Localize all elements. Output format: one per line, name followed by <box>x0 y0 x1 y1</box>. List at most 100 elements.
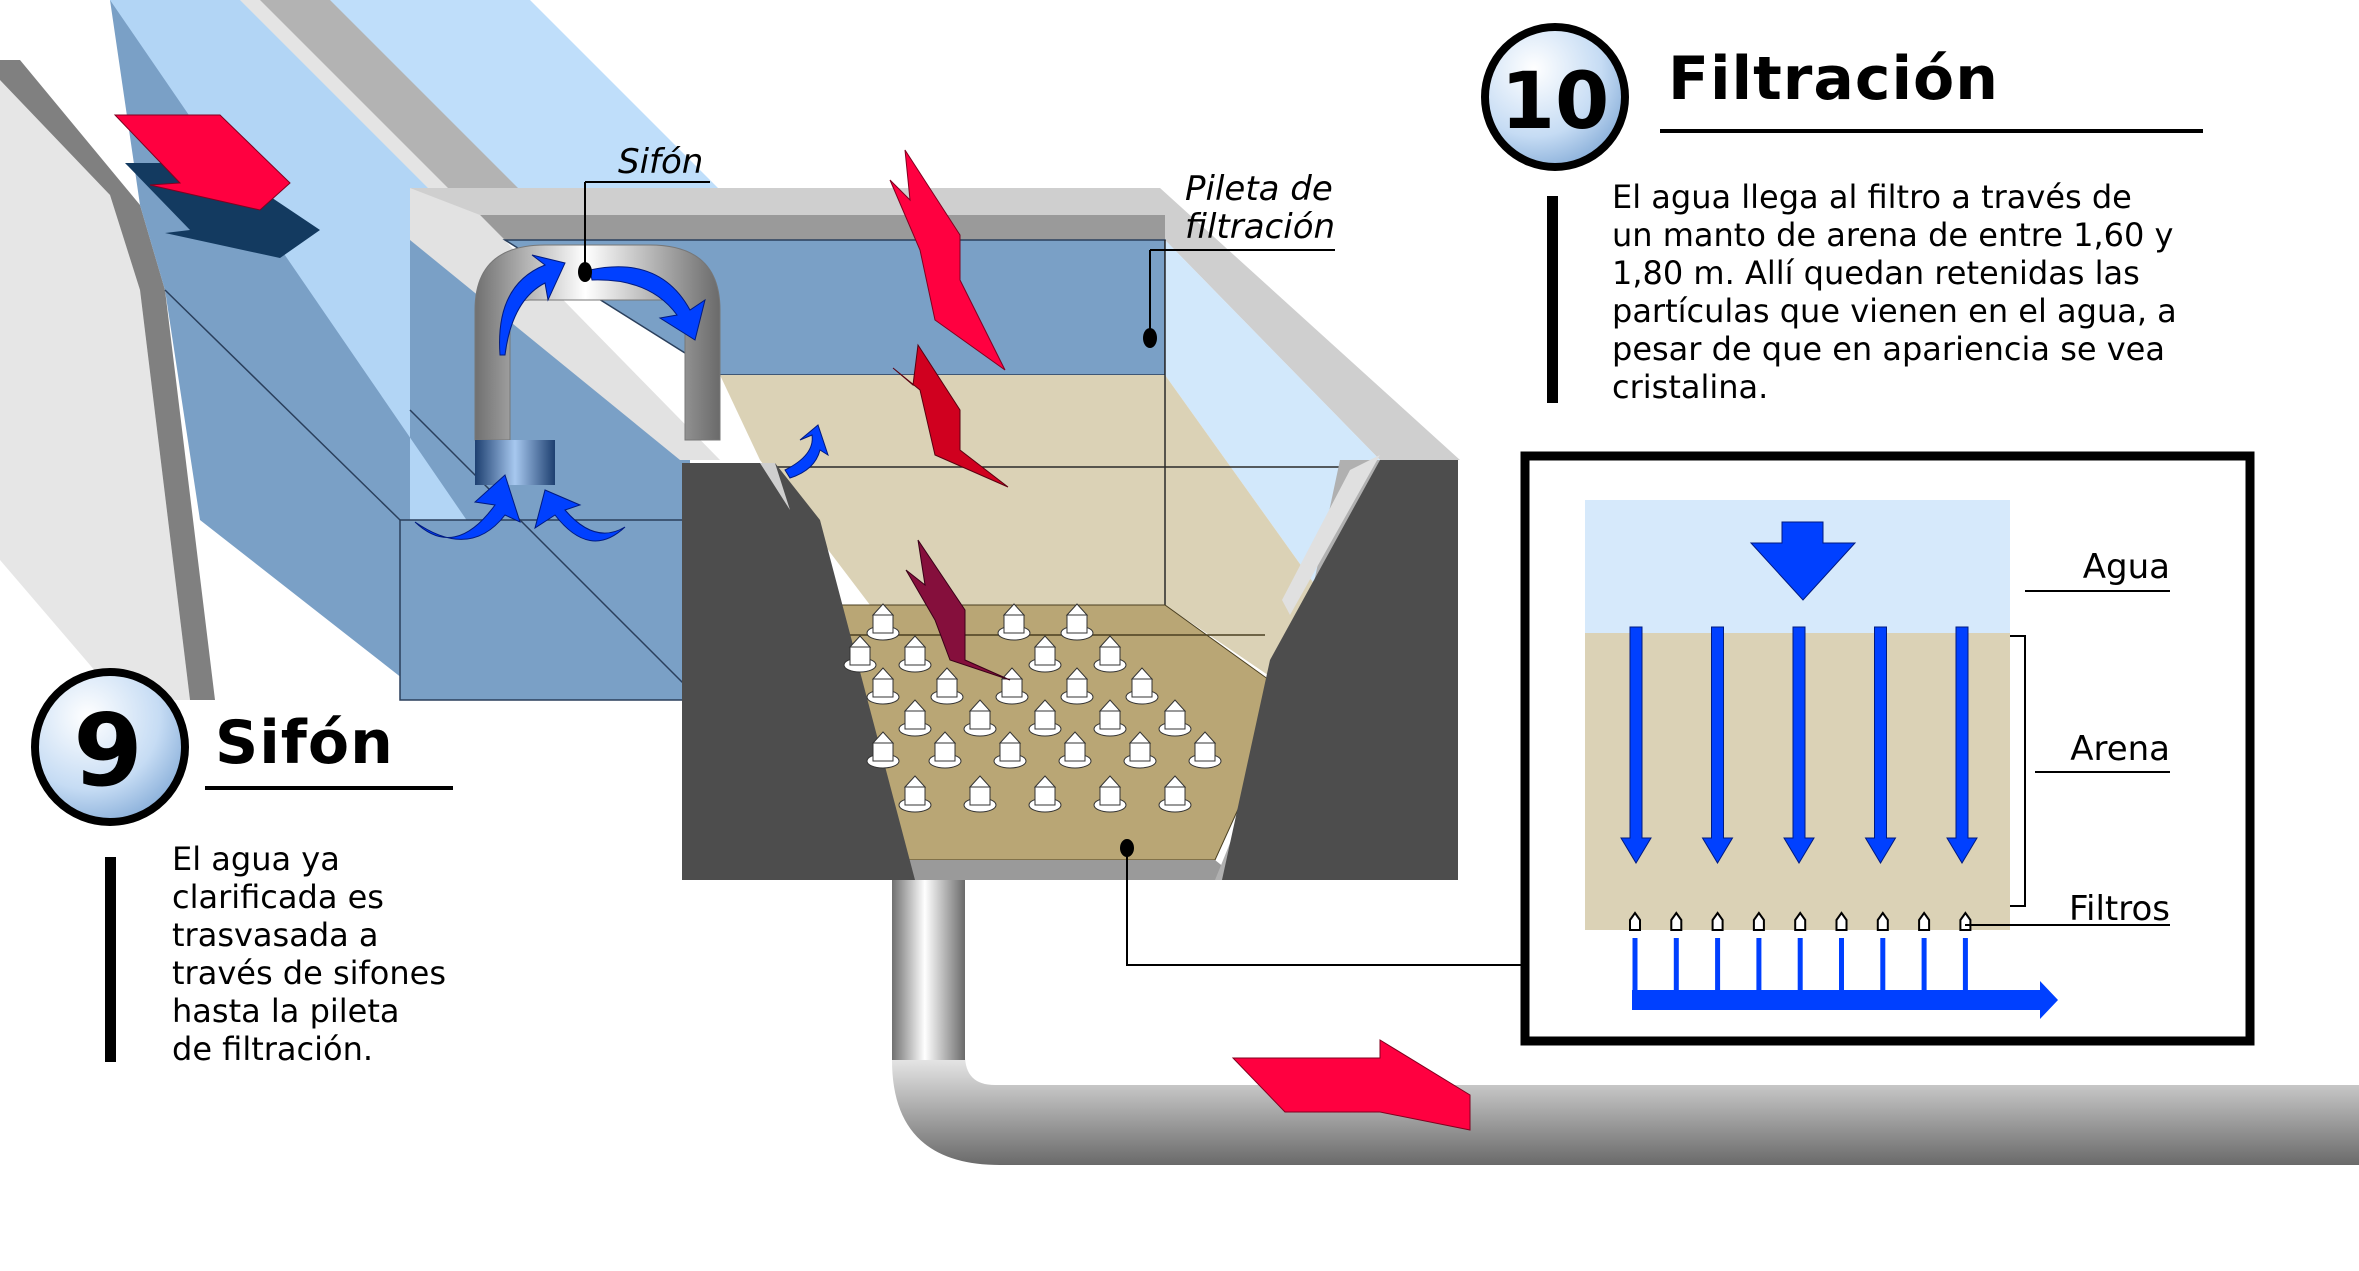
description-line: partículas que vienen en el agua, a <box>1612 292 2177 330</box>
siphon-callout: Sifón <box>578 142 710 282</box>
nozzle-icon <box>1125 667 1159 705</box>
nozzle-icon <box>1028 775 1062 813</box>
inset-filter-icon <box>1711 911 1724 931</box>
nozzle-icon <box>1093 635 1127 673</box>
pool-wall-right <box>1222 460 1458 880</box>
inset-filter-nozzles <box>1629 911 1972 931</box>
description-line: El agua ya <box>172 840 340 878</box>
siphon-flow-arrow-up-left <box>499 254 566 356</box>
pool-label-line1: Pileta de <box>1185 169 1333 209</box>
inset-filter-icon <box>1752 911 1765 931</box>
description-line: un manto de arena de entre 1,60 y <box>1612 216 2174 254</box>
outlet-flow-arrow <box>1231 1039 1471 1131</box>
nozzle-icon <box>1028 699 1062 737</box>
nozzle-icon <box>1093 699 1127 737</box>
pool-wall-left <box>682 463 915 880</box>
badge-step-10: 10 <box>1481 23 1629 171</box>
step-9-title-rule <box>205 786 453 790</box>
inset-big-arrow-icon <box>1749 521 1857 601</box>
description-line: clarificada es <box>172 878 384 916</box>
nozzle-icon <box>898 699 932 737</box>
inset-outflow-arrow-icon <box>1632 981 2058 1019</box>
nozzle-icon <box>843 635 877 673</box>
badge-number-9: 9 <box>73 692 143 809</box>
nozzle-icon <box>898 775 932 813</box>
inset-filter-icon <box>1670 911 1683 931</box>
channel-outer-wall <box>0 70 190 700</box>
nozzle-icon <box>1060 603 1094 641</box>
filter-pool <box>410 188 1460 880</box>
pool-callout-dot <box>1143 328 1157 348</box>
inset-down-arrow-icon <box>1946 626 1978 864</box>
pool-arrow-2 <box>892 343 1009 488</box>
nozzle-icon <box>1188 731 1222 769</box>
step-10-side-bar <box>1547 196 1558 403</box>
nozzle-icon <box>963 775 997 813</box>
pool-arrow-3 <box>905 539 1011 681</box>
inset-sand-bracket <box>2010 635 2026 907</box>
inset-down-arrow-icon <box>1864 626 1897 864</box>
nozzle-icon <box>1060 667 1094 705</box>
channel-box-front <box>399 519 691 701</box>
nozzle-icon <box>928 731 962 769</box>
pool-sand-side <box>1165 375 1340 690</box>
inset-filter-icon <box>1876 911 1889 931</box>
nozzle-icon <box>866 667 900 705</box>
nozzle-icon <box>898 635 932 673</box>
inset-drain-pipes <box>1632 938 1968 992</box>
inset-drain-line <box>1921 938 1927 992</box>
intake-arrow-left <box>414 474 521 540</box>
nozzle-icon <box>997 603 1031 641</box>
channel-edge-line <box>164 289 401 521</box>
pool-callout: Pileta de filtración <box>1143 169 1335 348</box>
pool-rim-inner <box>480 215 1165 240</box>
description-line: cristalina. <box>1612 368 1769 406</box>
filter-nozzles <box>843 603 1222 813</box>
pool-flow-arrows <box>889 149 1011 681</box>
nozzle-icon <box>963 699 997 737</box>
pool-rim-left <box>410 188 720 460</box>
inflow-arrow <box>113 114 320 258</box>
nozzle-icon <box>1123 731 1157 769</box>
inset-label-sand: Arena <box>2070 729 2170 769</box>
channel-right-wall <box>240 0 450 190</box>
channel-right-wall-top <box>250 0 520 190</box>
outlet-pipe <box>892 880 2359 1165</box>
channel-edge-line <box>409 409 691 691</box>
inset-label-water: Agua <box>2083 547 2170 587</box>
siphon-sleeve <box>475 440 555 485</box>
inset-connector <box>1120 839 1522 966</box>
inset-drain-line <box>1632 938 1638 992</box>
nozzle-icon <box>930 667 964 705</box>
nozzle-icon <box>993 731 1027 769</box>
pool-label-line2: filtración <box>1185 207 1335 247</box>
description-line: pesar de que en apariencia se vea <box>1612 330 2165 368</box>
siphon-callout-dot <box>578 262 592 282</box>
intake-arrow-right <box>534 489 626 542</box>
inset-filter-icon <box>1629 911 1641 931</box>
siphon-flow-arrow-over <box>589 266 706 341</box>
nozzle-icon <box>1158 699 1192 737</box>
description-line: de filtración. <box>172 1030 374 1068</box>
inset-drain-line <box>1673 938 1679 992</box>
channel-wall-edge <box>0 60 215 700</box>
pool-wall-right-cap <box>1282 455 1380 615</box>
inset-down-arrow-icon <box>1783 626 1815 864</box>
nozzle-icon <box>866 603 900 641</box>
inset-filter-icon <box>1918 911 1931 931</box>
nozzle-icon <box>866 731 900 769</box>
nozzle-icon <box>995 667 1029 705</box>
inset-label-filters: Filtros <box>2069 889 2170 929</box>
description-line: trasvasada a <box>172 916 379 954</box>
inset-flow-arrows <box>1620 626 1978 864</box>
pool-rim-top <box>410 188 1460 460</box>
pool-arrow-1 <box>889 149 1006 371</box>
inset-filter-icon <box>1835 911 1848 931</box>
inset-filter-icon <box>1794 911 1807 931</box>
pool-sand-back <box>720 375 1165 605</box>
inset-drain-line <box>1962 938 1968 992</box>
nozzle-icon <box>1028 635 1062 673</box>
nozzle-icon <box>1058 731 1092 769</box>
